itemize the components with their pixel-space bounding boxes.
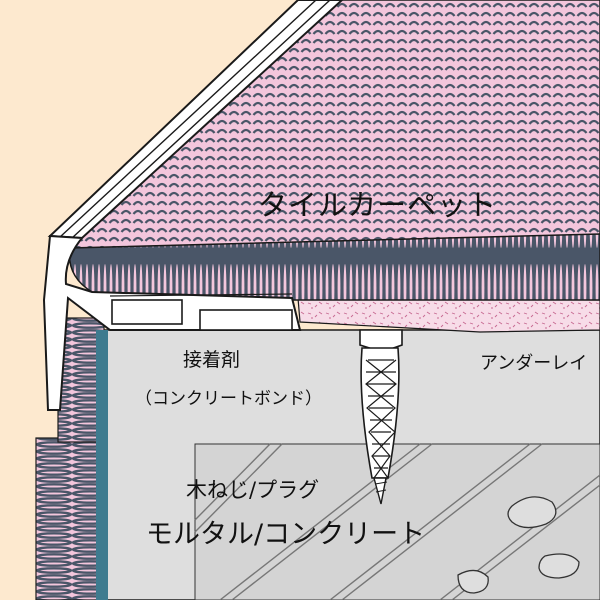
aggregate-stone-icon bbox=[457, 569, 489, 594]
adhesive-sublabel: （コンクリートボンド） bbox=[135, 389, 322, 409]
screw-plug-label: 木ねじ/プラグ bbox=[186, 478, 320, 502]
underlay-label: アンダーレイ bbox=[480, 353, 588, 374]
adhesive-label: 接着剤 bbox=[183, 349, 241, 371]
concrete-hatching bbox=[194, 443, 600, 600]
concrete-slab bbox=[103, 329, 600, 600]
left-pile-coils bbox=[35, 317, 108, 600]
nosing-profile bbox=[42, 0, 344, 411]
tile-carpet-label: タイルカーペット bbox=[258, 188, 498, 222]
wall-plug-icon bbox=[359, 329, 403, 505]
aggregate-stone-icon bbox=[507, 496, 557, 529]
aggregate-stone-icon bbox=[538, 553, 580, 579]
mortar-concrete-label: モルタル/コンクリート bbox=[146, 519, 426, 550]
